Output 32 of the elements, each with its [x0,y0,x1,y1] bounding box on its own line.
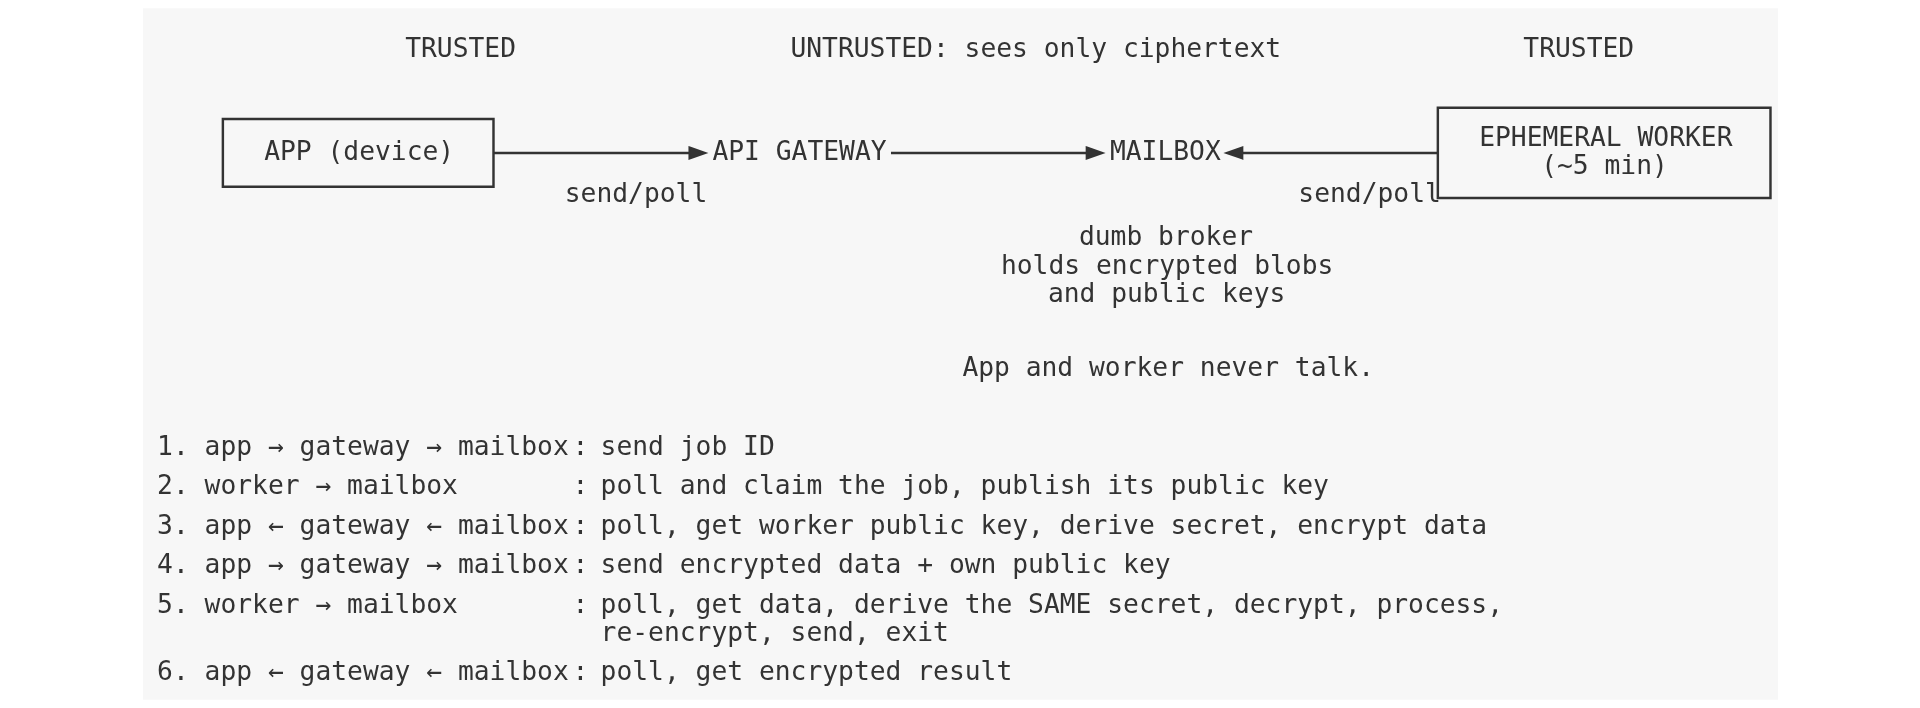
arrow [890,145,1106,160]
label: send job ID [600,430,775,461]
node-box: APP (device) [221,117,495,188]
label: : [571,430,588,461]
label: App and worker never talk. [961,351,1374,382]
label: TRUSTED [404,32,516,63]
label: : [571,509,588,540]
label: 5. worker → mailbox [156,588,458,619]
label: 1. app → gateway → mailbox [156,430,569,461]
label: poll, get worker public key, derive secret, encrypt data [600,509,1487,540]
label: 3. app ← gateway ← mailbox [156,509,569,540]
label: poll and claim the job, publish its public key [600,470,1329,501]
node-label: holds encrypted blobs and public keys [1000,249,1333,308]
node-box: EPHEMERAL WORKER (~5 min) [1436,106,1772,200]
label: poll, get encrypted result [600,656,1012,687]
arrow [1222,145,1438,160]
label: send encrypted data + own public key [600,549,1171,580]
label: : [571,549,588,580]
node-text: MAILBOX [1109,135,1221,166]
label: 4. app → gateway → mailbox [156,549,569,580]
label: : [571,470,588,501]
label: : [571,656,588,687]
edge-label: send/poll [564,178,707,209]
label: poll, get data, derive the SAME secret, decrypt, process, re-encrypt, send, exit [600,588,1503,647]
arrow [493,145,708,160]
node-label: dumb broker [1078,221,1253,252]
label: UNTRUSTED: sees only ciphertext [789,32,1281,63]
label: 2. worker → mailbox [156,470,458,501]
node-text: API GATEWAY [711,135,887,166]
label: 6. app ← gateway ← mailbox [156,656,569,687]
label: TRUSTED [1522,32,1634,63]
label: : [571,588,588,619]
